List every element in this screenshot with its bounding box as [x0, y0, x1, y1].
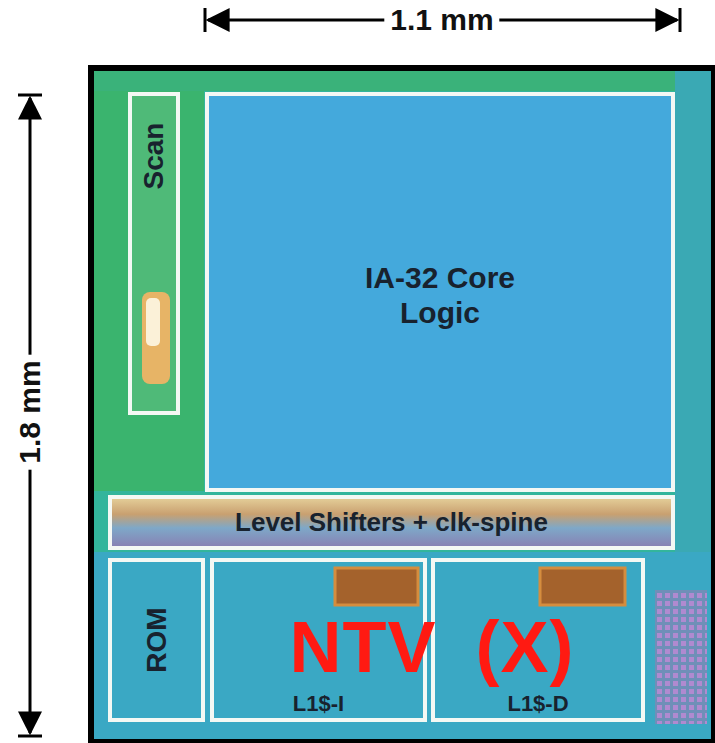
block-label: ROM [140, 607, 172, 672]
block-label: IA-32 Core Logic [330, 261, 550, 330]
block-label: L1$-I [293, 691, 344, 716]
overlay-label: NTV (X) [290, 611, 575, 683]
block-label: L1$-D [507, 691, 568, 716]
core-logic-block: IA-32 Core Logic [205, 92, 675, 492]
dimension-label: 1.1 mm [384, 3, 499, 37]
scan-block: Scan [128, 92, 180, 415]
level-shifter-band: Level Shifters + clk-spine [108, 495, 675, 550]
block-label: Scan [138, 123, 170, 190]
dimension-label: 1.8 mm [13, 354, 47, 469]
block-label: Level Shifters + clk-spine [235, 508, 548, 538]
rom-block: ROM [108, 558, 205, 722]
